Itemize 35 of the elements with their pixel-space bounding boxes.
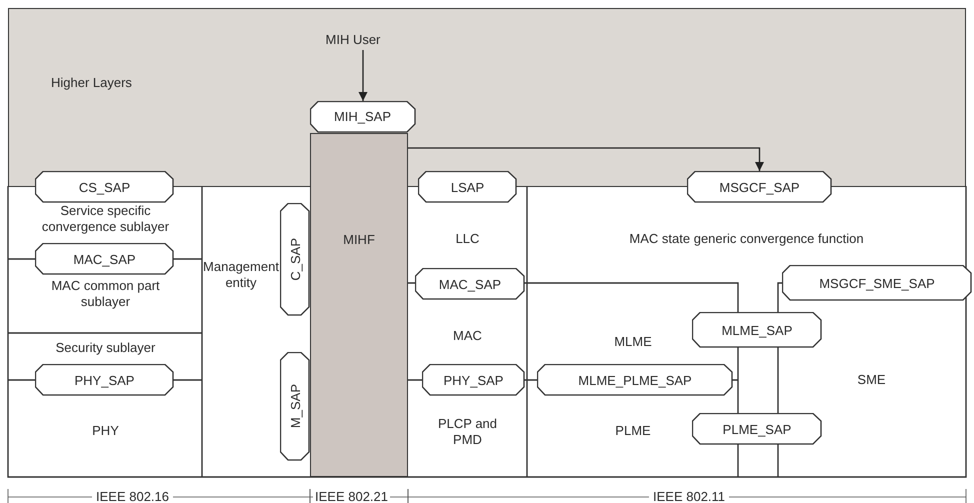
layer-label: MAC common part sublayer <box>36 278 176 310</box>
layer-label: Security sublayer <box>56 340 156 356</box>
dimension-label: IEEE 802.11 <box>649 490 730 503</box>
function-column <box>310 133 408 477</box>
layer-label: MIHF <box>342 232 376 248</box>
access-point-label: PHY_SAP <box>444 372 504 388</box>
access-point-label: PHY_SAP <box>74 372 134 388</box>
layer-label: MAC <box>453 328 482 344</box>
dimension-label: IEEE 802.16 <box>92 490 173 503</box>
access-point-label: MSGCF_SME_SAP <box>819 276 935 290</box>
layer-label: MAC state generic convergence function <box>629 231 864 247</box>
layer-label: PLME <box>615 423 651 439</box>
access-point-label: CS_SAP <box>78 180 130 194</box>
layer-label: Higher Layers <box>51 75 132 91</box>
entity-label: MIH User <box>326 32 380 46</box>
layer-label: LLC <box>456 231 480 247</box>
access-point-label: MSGCF_SAP <box>719 180 800 194</box>
access-point-label: MAC_SAP <box>438 276 502 292</box>
access-point-label: MLME_SAP <box>722 322 792 338</box>
access-point-label: PLME_SAP <box>722 422 792 436</box>
access-point-label: C_SAP <box>288 238 302 281</box>
arrow <box>408 147 764 171</box>
layer-label: MLME <box>614 334 652 350</box>
arrow <box>358 50 368 101</box>
access-point-label: MIH_SAP <box>334 109 392 124</box>
dimension-label: IEEE 802.21 <box>313 490 390 503</box>
access-point-label: MLME_PLME_SAP <box>578 372 692 388</box>
access-point-label: LSAP <box>450 180 484 194</box>
layer-label: Service specific convergence sublayer <box>26 203 186 235</box>
layer-label: Management entity <box>201 259 281 291</box>
layer-label: PLCP and PMD <box>436 416 498 448</box>
layer-label: SME <box>857 372 886 388</box>
access-point-label: MAC_SAP <box>73 252 136 266</box>
layer-label: PHY <box>92 423 119 439</box>
access-point-label: M_SAP <box>288 384 302 429</box>
